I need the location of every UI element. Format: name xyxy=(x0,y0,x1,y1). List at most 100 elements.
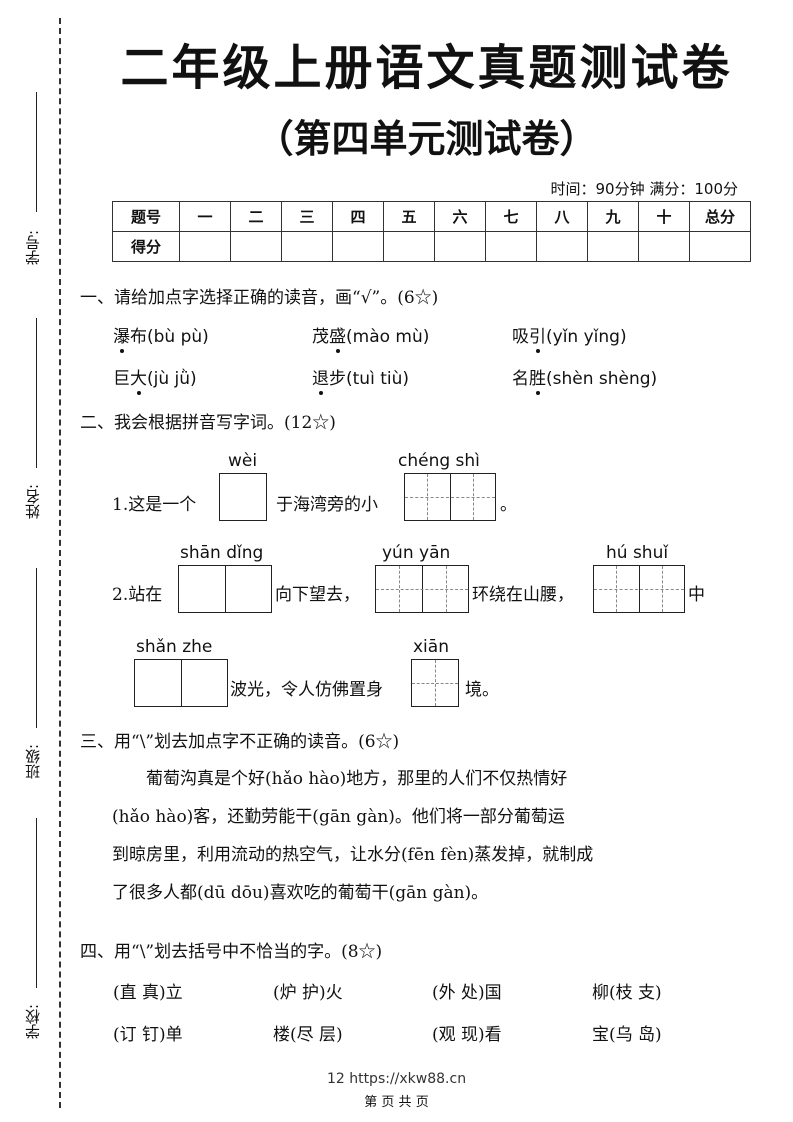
item-text: 名 xyxy=(512,369,529,389)
box-guide xyxy=(376,589,468,590)
binding-dashed-line xyxy=(59,18,61,1108)
time-score-info: 时间：90分钟 满分：100分 xyxy=(550,180,739,198)
paragraph-line: 葡萄沟真是个好(hǎo hào)地方，那里的人们不仅热情好 xyxy=(112,769,568,789)
section4-item[interactable]: (外 处)国 xyxy=(432,983,502,1003)
section4-item[interactable]: 柳(枝 支) xyxy=(592,983,662,1003)
score-cell[interactable] xyxy=(587,231,639,262)
writing-box[interactable] xyxy=(593,565,685,613)
writing-box[interactable] xyxy=(375,565,469,613)
section4-item[interactable]: (订 钉)单 xyxy=(113,1025,183,1045)
score-header-cell: 四 xyxy=(332,201,384,232)
item-text: 茂 xyxy=(312,327,329,347)
box-divider xyxy=(181,660,182,706)
score-header-cell: 五 xyxy=(383,201,435,232)
paragraph-line: 了很多人都(dū dōu)喜欢吃的葡萄干(gān gàn)。 xyxy=(112,883,489,903)
section4-item[interactable]: (直 真)立 xyxy=(113,983,183,1003)
dotted-char: 盛 xyxy=(329,322,346,353)
q3-pinyin-2: xiān xyxy=(413,637,449,657)
section3-paragraph: 葡萄沟真是个好(hǎo hào)地方，那里的人们不仅热情好 (hǎo hào)客… xyxy=(112,760,712,912)
q1-text-after: 。 xyxy=(500,495,517,515)
score-cell[interactable] xyxy=(689,231,751,262)
score-cell[interactable] xyxy=(536,231,588,262)
q2-pinyin-1: shān dǐng xyxy=(180,543,264,563)
page-number: 第 页 共 页 xyxy=(364,1095,429,1110)
dotted-char: 引 xyxy=(529,322,546,353)
dotted-char: 大 xyxy=(130,364,147,395)
box-divider xyxy=(225,566,226,612)
score-header-cell: 三 xyxy=(281,201,333,232)
paragraph-line: 到晾房里，利用流动的热空气，让水分(fēn fèn)蒸发掉，就制成 xyxy=(112,845,594,865)
q1-text-before: 1.这是一个 xyxy=(112,495,197,515)
section1-item: 名胜(shèn shèng) xyxy=(512,364,658,395)
score-cell[interactable] xyxy=(281,231,333,262)
q1-text-middle: 于海湾旁的小 xyxy=(276,495,378,515)
name-rule xyxy=(36,318,37,468)
class-label: 班级: xyxy=(24,743,42,779)
writing-box[interactable] xyxy=(219,473,267,521)
student-id-rule xyxy=(36,92,37,212)
pinyin-options[interactable]: (jù jǜ) xyxy=(147,369,197,389)
section4-item[interactable]: 宝(乌 岛) xyxy=(592,1025,662,1045)
section2-title: 二、我会根据拼音写字词。(12☆) xyxy=(80,413,336,433)
section4-title: 四、用“\”划去括号中不恰当的字。(8☆) xyxy=(80,942,383,962)
q3-pinyin-1: shǎn zhe xyxy=(136,637,213,657)
writing-box[interactable] xyxy=(411,659,459,707)
score-cell[interactable] xyxy=(332,231,384,262)
pinyin-options[interactable]: (yǐn yǐng) xyxy=(546,327,627,347)
writing-box[interactable] xyxy=(178,565,272,613)
section3-title: 三、用“\”划去加点字不正确的读音。(6☆) xyxy=(80,732,400,752)
page-subtitle: （第四单元测试卷） xyxy=(255,117,598,161)
score-table: 题号 一 二 三 四 五 六 七 八 九 十 总分 得分 xyxy=(112,201,751,262)
q1-pinyin-1: wèi xyxy=(228,451,258,471)
writing-box[interactable] xyxy=(404,473,496,521)
section4-item[interactable]: (观 现)看 xyxy=(432,1025,502,1045)
school-label: 学校: xyxy=(24,1003,42,1039)
writing-box[interactable] xyxy=(134,659,228,707)
q2-pinyin-3: hú shuǐ xyxy=(606,543,669,563)
score-header-cell: 十 xyxy=(638,201,690,232)
q2-pinyin-2: yún yān xyxy=(382,543,451,563)
box-guide xyxy=(662,566,663,612)
q2-text-1: 向下望去， xyxy=(275,585,360,605)
dotted-char: 胜 xyxy=(529,364,546,395)
pinyin-options[interactable]: (bù pù) xyxy=(147,327,209,347)
score-header-cell: 九 xyxy=(587,201,639,232)
score-header-cell: 六 xyxy=(434,201,486,232)
score-table-header-row: 题号 一 二 三 四 五 六 七 八 九 十 总分 xyxy=(112,201,751,232)
score-row-label: 得分 xyxy=(112,231,180,262)
section1-item: 茂盛(mào mù) xyxy=(312,322,430,353)
score-cell[interactable] xyxy=(179,231,231,262)
section1-title: 一、请给加点字选择正确的读音，画“√”。(6☆) xyxy=(80,288,439,308)
score-cell[interactable] xyxy=(230,231,282,262)
score-cell[interactable] xyxy=(485,231,537,262)
score-header-cell: 二 xyxy=(230,201,282,232)
box-guide xyxy=(594,589,684,590)
score-cell[interactable] xyxy=(638,231,690,262)
score-table-score-row: 得分 xyxy=(112,231,751,262)
section4-item[interactable]: (炉 护)火 xyxy=(273,983,343,1003)
q1-pinyin-2: chéng shì xyxy=(398,451,480,471)
score-header-cell: 七 xyxy=(485,201,537,232)
box-guide xyxy=(435,660,436,706)
box-guide xyxy=(446,566,447,612)
section1-item: 退步(tuì tiù) xyxy=(312,364,409,395)
pinyin-options[interactable]: (shèn shèng) xyxy=(546,369,658,389)
section1-item: 吸引(yǐn yǐng) xyxy=(512,322,627,353)
dotted-char: 退 xyxy=(312,364,329,395)
item-text: 吸 xyxy=(512,327,529,347)
box-guide xyxy=(405,497,495,498)
score-header-cell: 题号 xyxy=(112,201,180,232)
pinyin-options[interactable]: (mào mù) xyxy=(346,327,430,347)
score-cell[interactable] xyxy=(383,231,435,262)
q3-text-1: 波光，令人仿佛置身 xyxy=(230,680,383,700)
q2-text-before: 2.站在 xyxy=(112,585,163,605)
score-header-cell: 总分 xyxy=(689,201,751,232)
section4-item[interactable]: 楼(尽 层) xyxy=(273,1025,343,1045)
score-header-cell: 一 xyxy=(179,201,231,232)
score-cell[interactable] xyxy=(434,231,486,262)
pinyin-options[interactable]: (tuì tiù) xyxy=(346,369,409,389)
item-text: 巨 xyxy=(113,369,130,389)
student-id-label: 学号: xyxy=(24,229,42,265)
box-guide xyxy=(473,474,474,520)
class-rule xyxy=(36,568,37,728)
